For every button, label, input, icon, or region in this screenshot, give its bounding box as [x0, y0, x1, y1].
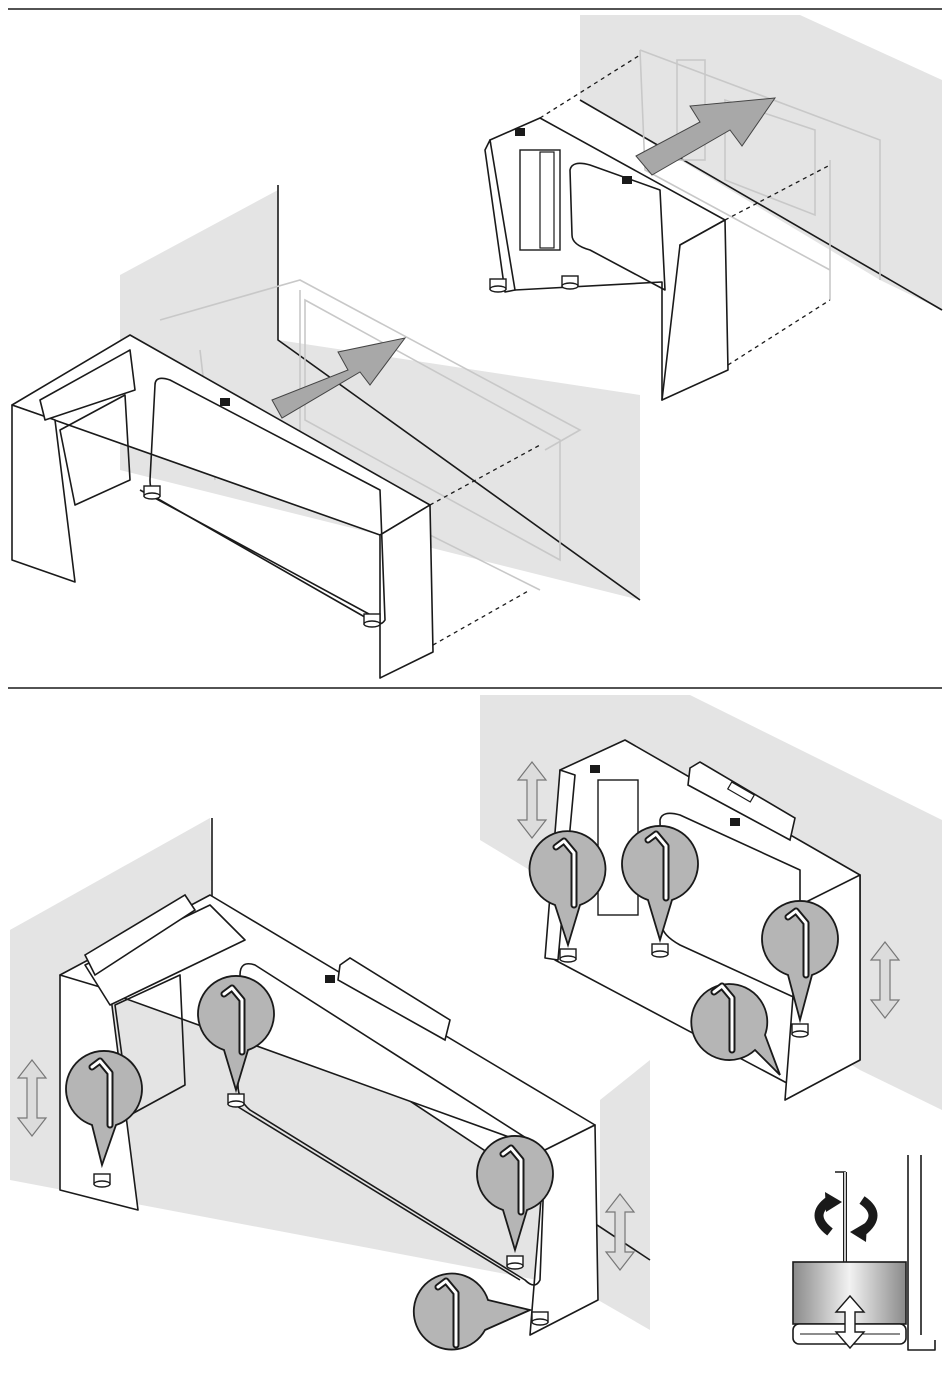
allen-key-callout	[414, 1274, 530, 1350]
corner-leveling-scene	[480, 695, 942, 1110]
adjustable-foot-detail	[793, 1155, 935, 1350]
hanging-hook	[622, 176, 632, 184]
corner-cabinet-scene	[485, 15, 942, 400]
step-level-and-adjust-feet	[10, 695, 942, 1350]
step-slide-cabinet-to-wall	[12, 15, 942, 678]
hanging-hook	[220, 398, 230, 406]
